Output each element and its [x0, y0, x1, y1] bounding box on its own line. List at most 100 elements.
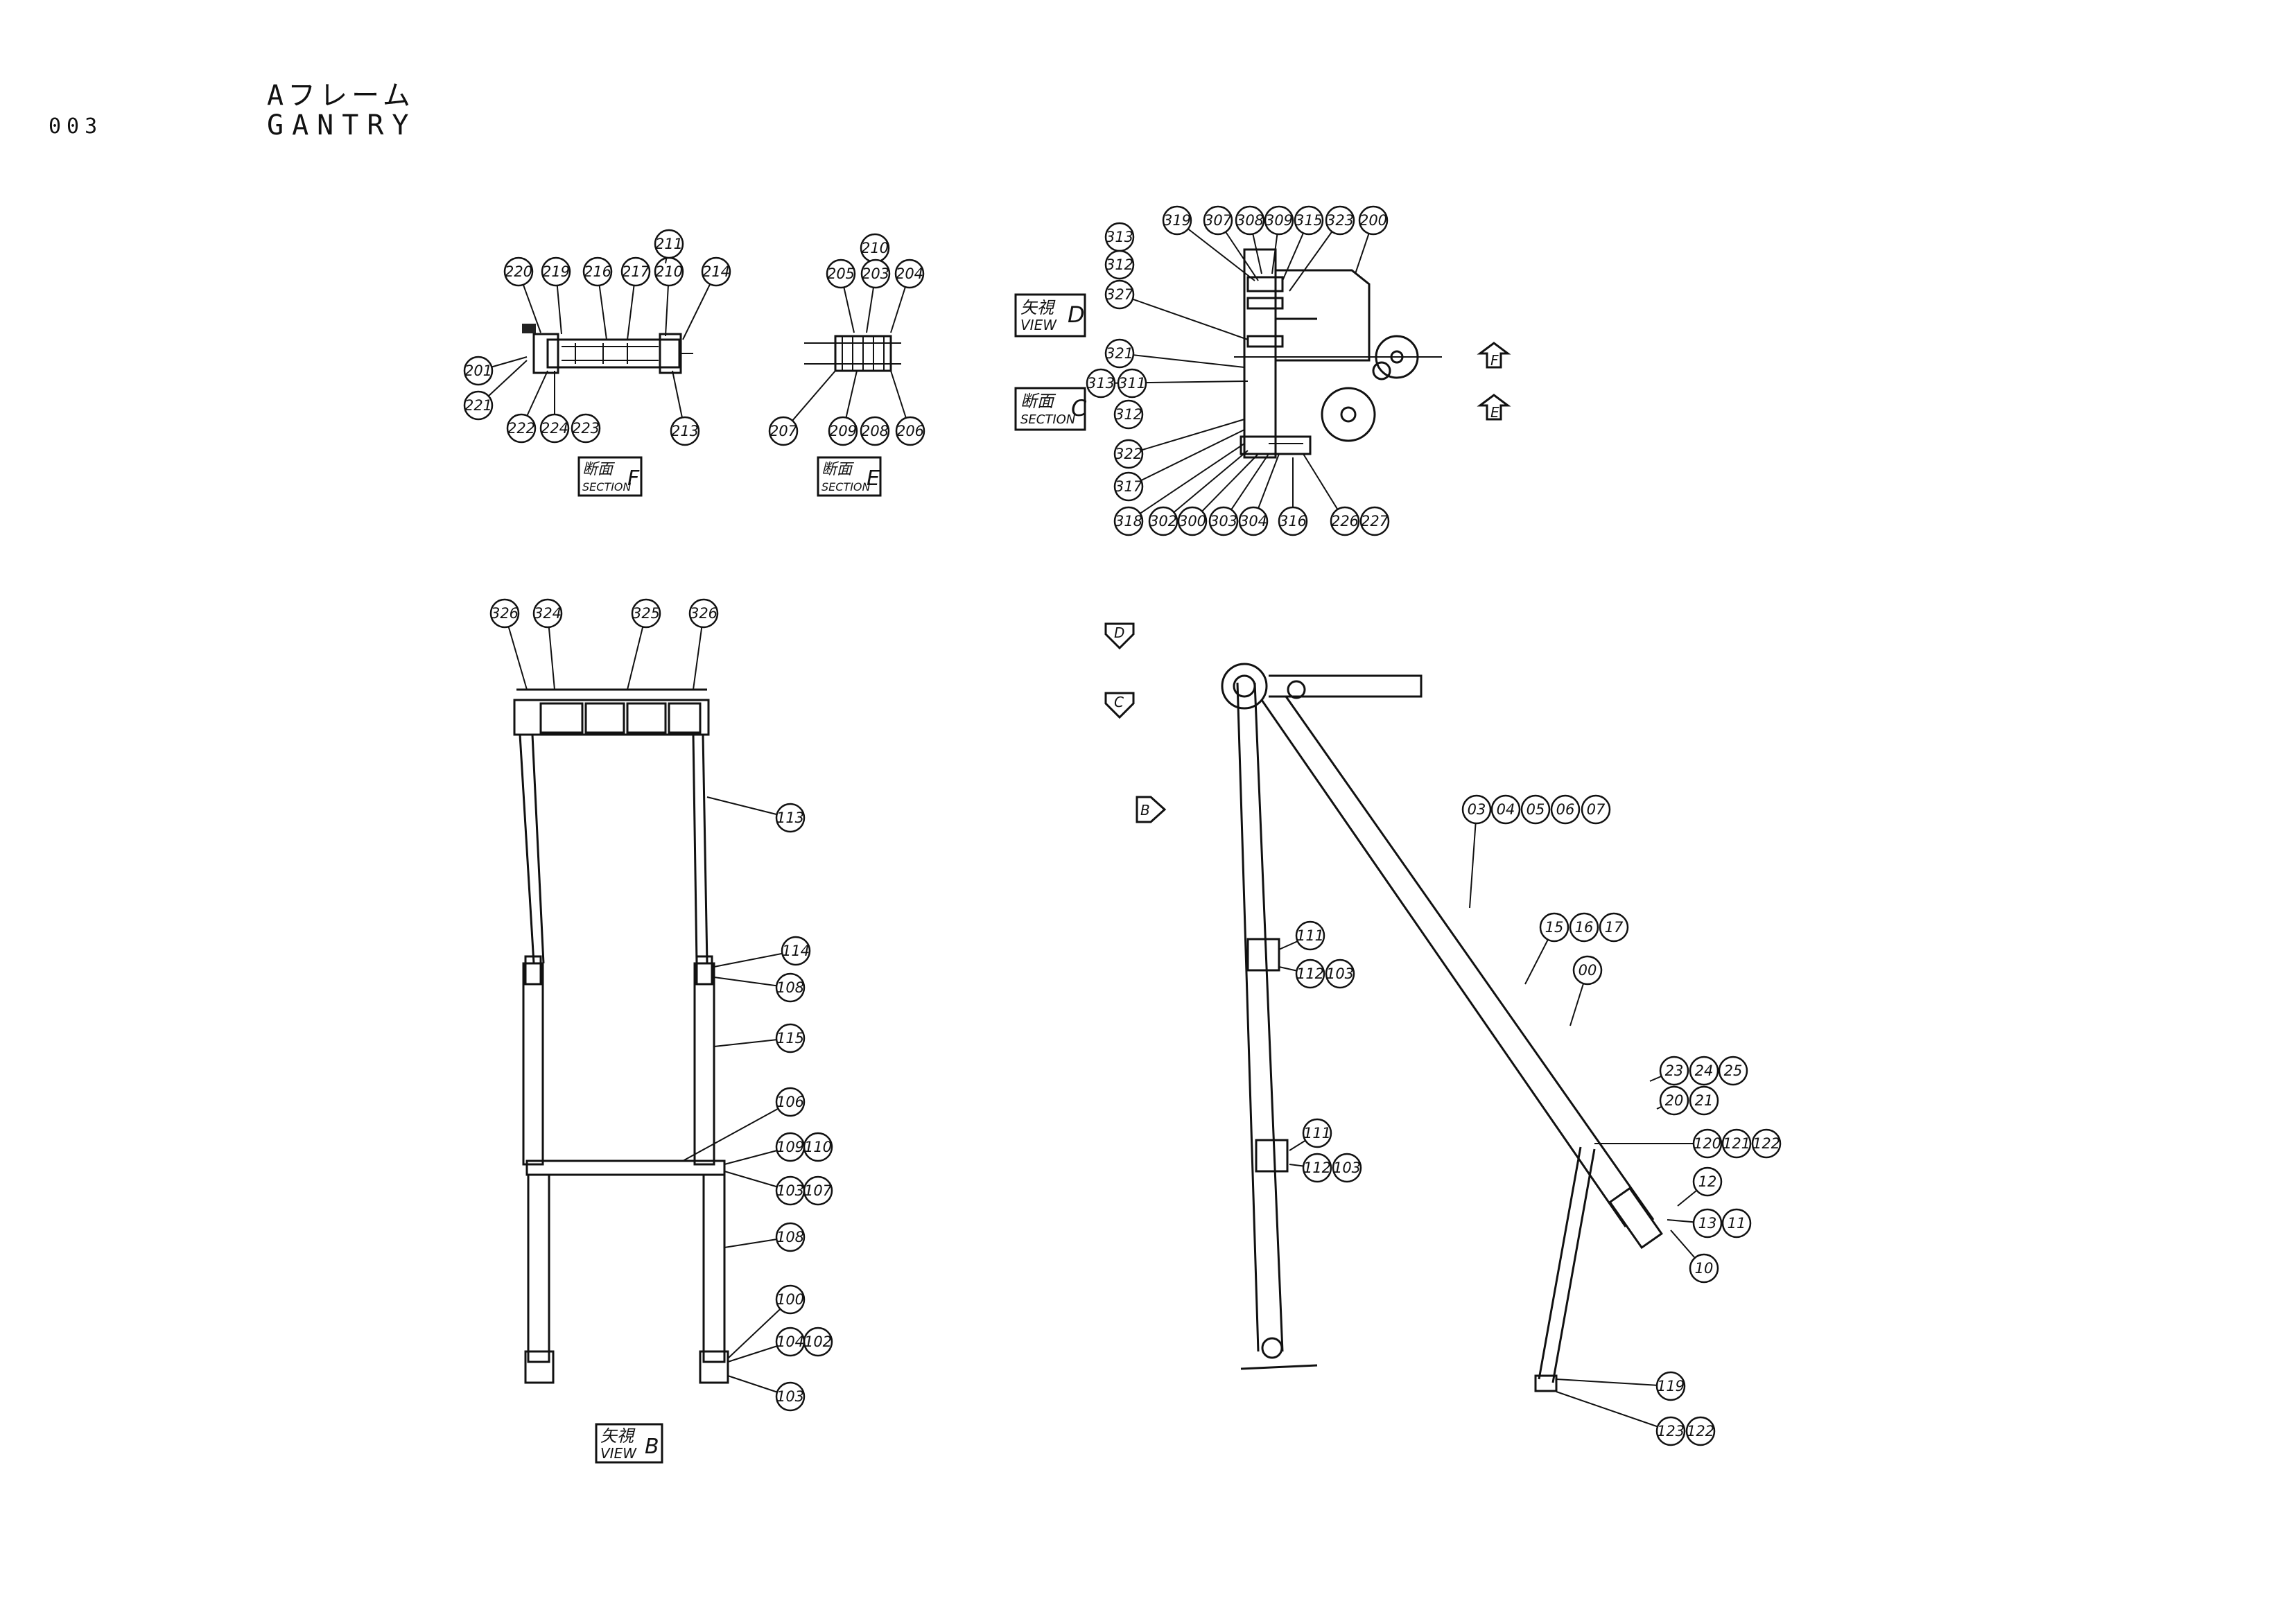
part-number: 319: [1163, 212, 1191, 229]
part-number: 311: [1118, 375, 1146, 392]
part-bubble: [1113, 399, 1144, 430]
part-number: 109: [776, 1139, 804, 1155]
part-bubble: [1751, 1128, 1782, 1159]
part-number: 321: [1106, 345, 1133, 362]
part-number: 308: [1236, 212, 1264, 229]
part-number: 102: [804, 1333, 832, 1350]
part-bubble: [895, 416, 925, 446]
part-bubble: [1692, 1128, 1723, 1159]
part-bubble: [654, 229, 684, 259]
leader-line: [1556, 1391, 1671, 1432]
svg-text:断面: 断面: [582, 461, 616, 478]
part-number: 112: [1296, 965, 1324, 982]
part-bubble: [1332, 1153, 1362, 1183]
part-number: 107: [804, 1182, 833, 1199]
part-bubble: [489, 598, 520, 629]
part-bubble: [1721, 1208, 1752, 1239]
part-number: 05: [1527, 801, 1545, 818]
svg-text:断面: 断面: [821, 461, 855, 478]
part-bubble: [1599, 912, 1629, 943]
section-f-label: 断面 SECTION F: [577, 456, 643, 497]
part-number: 226: [1331, 513, 1359, 530]
part-bubble: [571, 413, 601, 444]
view-d-label: 矢視 VIEW D: [1014, 293, 1086, 338]
part-number: 326: [690, 605, 718, 622]
title-japanese: Aフレーム: [267, 80, 415, 112]
part-number: 312: [1115, 406, 1142, 423]
part-bubble: [1692, 1208, 1723, 1239]
part-number: 10: [1695, 1260, 1714, 1277]
part-bubble: [775, 1222, 806, 1252]
part-bubble: [1302, 1118, 1332, 1148]
part-number: 313: [1106, 229, 1133, 245]
part-bubble: [1113, 506, 1144, 536]
part-bubble: [1104, 250, 1135, 280]
view-d-assembly: [1234, 248, 1442, 459]
part-number: 103: [776, 1388, 804, 1405]
part-bubble: [803, 1132, 833, 1162]
part-number: 213: [671, 423, 699, 439]
view-b-gantry-frame: [513, 688, 729, 1384]
part-number: 315: [1295, 212, 1323, 229]
part-number: 12: [1698, 1173, 1717, 1190]
part-bubble: [1113, 439, 1144, 469]
title-english: GANTRY: [267, 110, 417, 141]
part-bubble: [1238, 506, 1269, 536]
part-number: 103: [776, 1182, 804, 1199]
leader-line: [1556, 1379, 1671, 1387]
part-number: 224: [541, 420, 568, 437]
leader-line: [1119, 353, 1245, 368]
part-number: 210: [861, 240, 889, 256]
part-number: 123: [1657, 1423, 1685, 1439]
part-number: 211: [655, 236, 683, 252]
part-bubble: [1718, 1056, 1748, 1086]
part-number: 07: [1587, 801, 1606, 818]
part-bubble: [775, 972, 806, 1003]
leader-line: [1119, 294, 1249, 340]
part-number: 326: [491, 605, 519, 622]
svg-text:矢視: 矢視: [600, 1426, 636, 1446]
part-number: 110: [804, 1139, 832, 1155]
part-bubble: [803, 1175, 833, 1206]
part-number: 103: [1326, 965, 1354, 982]
part-bubble: [539, 413, 570, 444]
svg-text:断面: 断面: [1020, 392, 1056, 411]
part-bubble: [775, 803, 806, 833]
part-number: 106: [776, 1094, 804, 1110]
svg-text:C: C: [1114, 694, 1124, 710]
arrow-d: D: [1104, 622, 1135, 650]
part-bubble: [1490, 794, 1521, 825]
part-number: 113: [776, 810, 804, 826]
part-number: 06: [1556, 801, 1575, 818]
part-number: 00: [1578, 962, 1597, 979]
part-number: 220: [505, 263, 532, 280]
part-number: 318: [1115, 513, 1142, 530]
part-number: 216: [584, 263, 611, 280]
part-bubble: [670, 416, 700, 446]
part-number: 316: [1279, 513, 1307, 530]
svg-text:VIEW: VIEW: [600, 1445, 637, 1462]
part-number: 21: [1695, 1092, 1714, 1109]
part-number: 203: [862, 265, 889, 282]
section-f-assembly: [522, 324, 693, 374]
part-number: 11: [1728, 1215, 1746, 1232]
section-e-assembly: [804, 335, 901, 372]
svg-text:B: B: [645, 1435, 659, 1459]
part-number: 323: [1326, 212, 1354, 229]
part-number: 121: [1723, 1135, 1750, 1152]
part-number: 111: [1303, 1125, 1331, 1141]
part-bubble: [582, 256, 613, 287]
part-bubble: [768, 416, 799, 446]
part-bubble: [1689, 1085, 1719, 1116]
part-bubble: [1550, 794, 1581, 825]
part-bubble: [1177, 506, 1208, 536]
svg-text:D: D: [1068, 301, 1085, 328]
part-number: 17: [1605, 919, 1624, 936]
part-bubble: [803, 1327, 833, 1357]
svg-text:E: E: [867, 466, 880, 491]
svg-text:F: F: [627, 466, 640, 491]
part-bubble: [775, 1284, 806, 1315]
svg-text:F: F: [1490, 352, 1499, 369]
part-number: 207: [769, 423, 798, 439]
